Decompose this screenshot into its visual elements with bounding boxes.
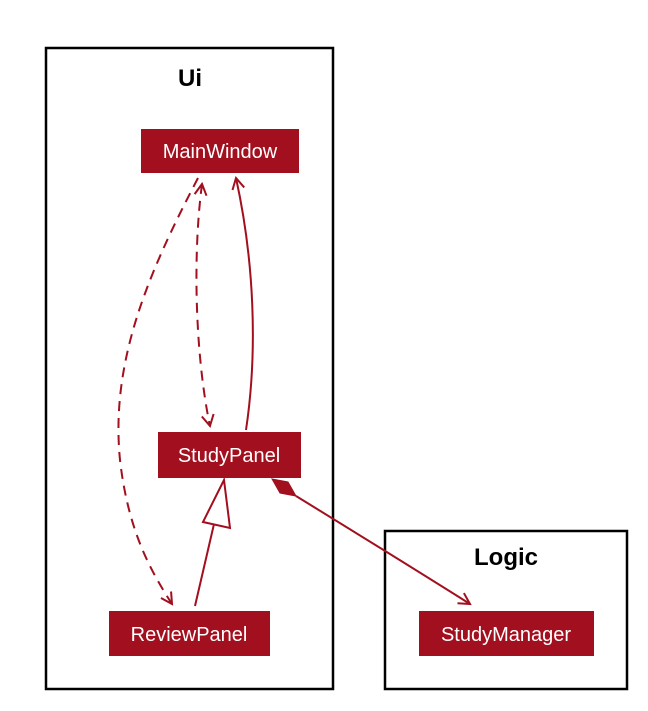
edge-studypanel-to-studymanager-composition (295, 495, 470, 604)
edge-reviewpanel-to-studypanel-inheritance (194, 523, 215, 607)
package-logic-title: Logic (474, 544, 538, 571)
class-reviewpanel-label: ReviewPanel (131, 624, 248, 646)
class-studymanager[interactable]: StudyManager (419, 611, 594, 656)
class-mainwindow[interactable]: MainWindow (141, 129, 299, 173)
package-ui-frame (44, 46, 335, 691)
class-studypanel[interactable]: StudyPanel (158, 432, 301, 478)
class-studypanel-label: StudyPanel (178, 445, 280, 467)
package-ui: Ui (44, 46, 335, 691)
edge-mainwindow-to-reviewpanel-dependency (117, 177, 199, 604)
package-logic-frame (383, 529, 629, 691)
relations (117, 177, 470, 607)
composition-diamond-icon (271, 478, 297, 497)
package-logic: Logic (383, 529, 629, 691)
edge-mainwindow-to-studypanel-dependency (196, 184, 210, 426)
class-mainwindow-label: MainWindow (163, 141, 278, 163)
inheritance-triangle-icon (201, 476, 232, 530)
package-ui-title: Ui (178, 65, 202, 92)
edge-studypanel-to-mainwindow-association (236, 178, 254, 431)
class-reviewpanel[interactable]: ReviewPanel (109, 611, 270, 656)
class-studymanager-label: StudyManager (441, 624, 571, 646)
